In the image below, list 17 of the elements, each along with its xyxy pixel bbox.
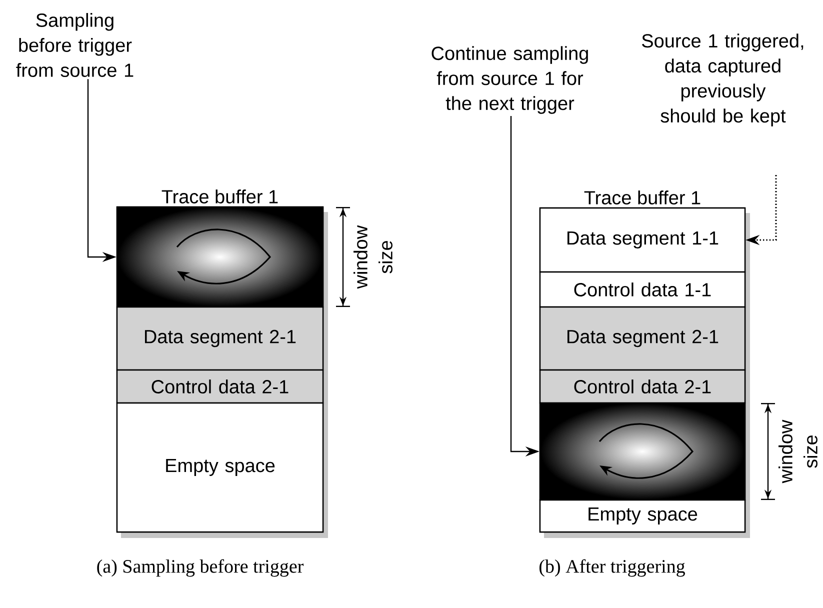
caption: (b) After triggering bbox=[540, 559, 685, 577]
dimension-label: window size bbox=[354, 225, 392, 289]
segment-box: Control data 2-1 bbox=[539, 369, 746, 404]
segment-box: Data segment 2-1 bbox=[539, 306, 746, 371]
note-text: Continue sampling from source 1 for the next trigger bbox=[432, 46, 588, 114]
note-text: Source 1 triggered, data captured previously should be kept bbox=[642, 34, 804, 126]
node-label: Trace buffer 1 bbox=[162, 190, 278, 204]
segment-box: Control data 2-1 bbox=[116, 369, 324, 404]
node-label: Trace buffer 1 bbox=[584, 190, 700, 204]
segment-box: Data segment 1-1 bbox=[539, 207, 746, 273]
note-text: Sampling before trigger from source 1 bbox=[16, 13, 134, 77]
segment-box: Empty space bbox=[116, 402, 324, 533]
segment-box: Control data 1-1 bbox=[539, 271, 746, 308]
segment-box: Data segment 2-1 bbox=[116, 306, 324, 371]
caption: (a) Sampling before trigger bbox=[97, 559, 304, 577]
segment-box: Empty space bbox=[539, 499, 746, 533]
dimension-label: window size bbox=[778, 420, 818, 484]
